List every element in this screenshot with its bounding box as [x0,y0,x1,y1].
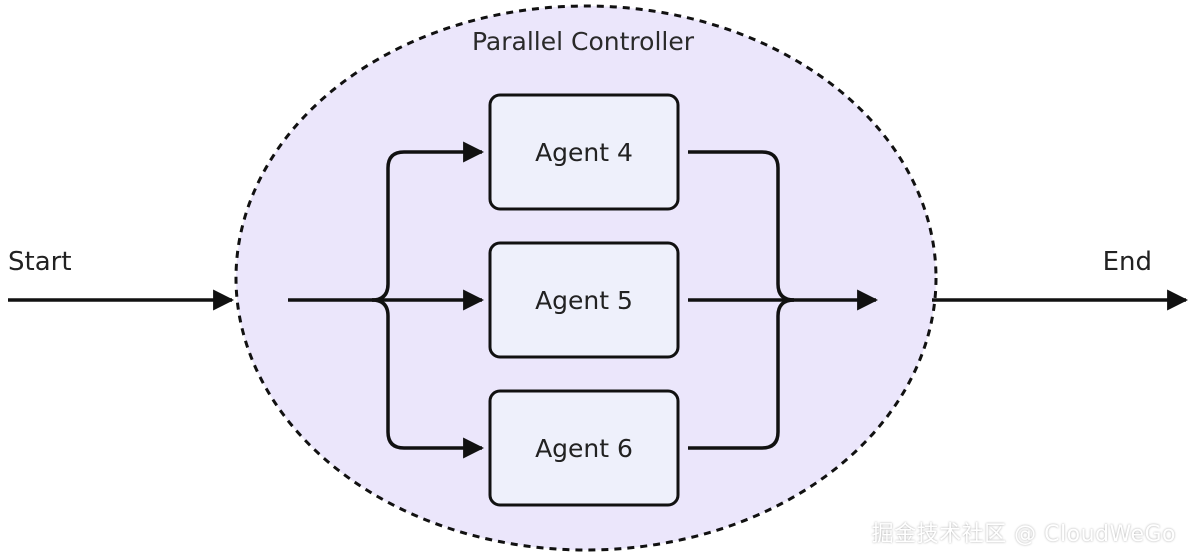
agent-4-label: Agent 4 [535,138,633,167]
fanout-arrow-agent-6 [371,298,485,459]
watermark-text: 掘金技术社区 @ CloudWeGo [871,522,1176,547]
container-label: Parallel Controller [472,27,695,56]
agent-6-box [488,389,680,507]
fanin-line-agent-4 [688,150,795,302]
agent-5-box [488,241,680,359]
end-label: End [1103,247,1152,277]
fanout-arrow-agent-4 [371,141,485,302]
agent-6-label: Agent 6 [535,434,633,463]
agent-4-box [488,93,680,211]
agent-5-label: Agent 5 [535,286,633,315]
start-label: Start [8,247,72,277]
fanin-line-agent-6 [688,298,795,450]
